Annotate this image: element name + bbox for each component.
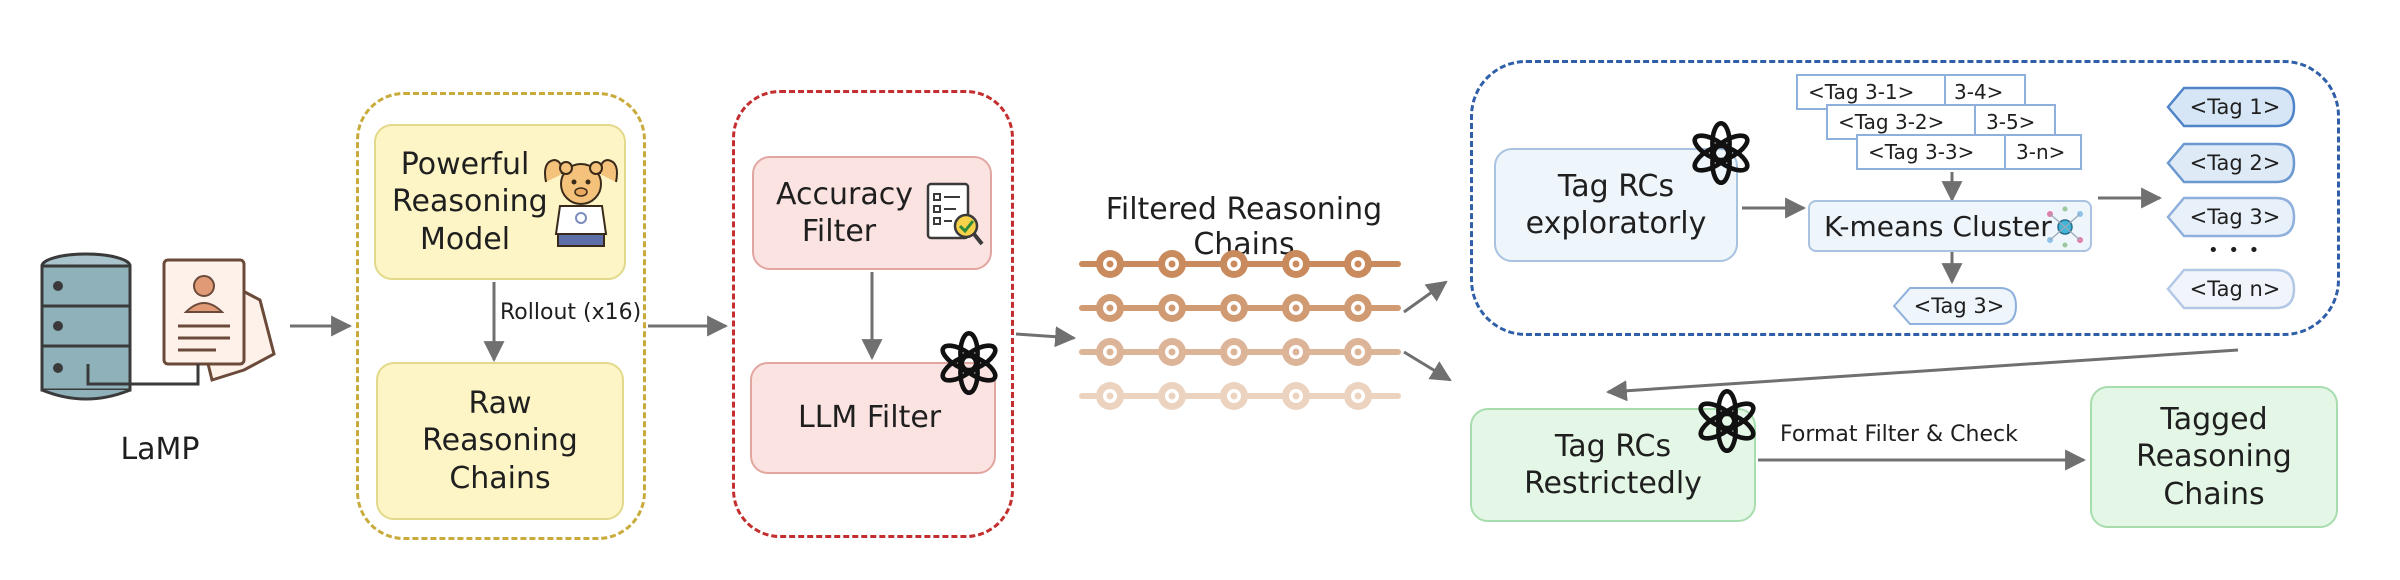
result-tag-n: <Tag n> (2166, 268, 2296, 310)
result-tag-1: <Tag 1> (2166, 86, 2296, 128)
chain-node-dot (1354, 392, 1362, 400)
source-label: LaMP (120, 432, 200, 467)
stacked-tag-left-3: <Tag 3-3> (1856, 134, 2006, 170)
chain-node-dot (1168, 304, 1176, 312)
generation-stage (356, 92, 646, 540)
chain-node-dot (1168, 348, 1176, 356)
chain-node-dot (1354, 304, 1362, 312)
chain-node-dot (1106, 260, 1114, 268)
chain-node-dot (1354, 348, 1362, 356)
chain-node-dot (1292, 260, 1300, 268)
chain-node-dot (1230, 260, 1238, 268)
chain-node-dot (1168, 392, 1176, 400)
arrow-chains-to-restricted (1403, 350, 1452, 382)
chain-node-dot (1106, 304, 1114, 312)
tag-exploratory-label: Tag RCs exploratorly (1525, 168, 1707, 242)
profile-documents-icon (162, 258, 276, 382)
arrow-filter-to-chains (1015, 326, 1077, 348)
openai-logo-icon (1698, 388, 1756, 454)
arrow-chains-to-exploratory (1403, 280, 1448, 314)
stacked-tag-right-3: 3-n> (2004, 134, 2082, 170)
chain-node-dot (1292, 304, 1300, 312)
chain-node-dot (1354, 260, 1362, 268)
strong-bear-icon (544, 158, 618, 247)
llm-filter-label: LLM Filter (798, 400, 942, 436)
raw-chains-box: Raw Reasoning Chains (376, 362, 624, 520)
chain-node-dot (1230, 392, 1238, 400)
cluster-output-tag: <Tag 3> (1892, 286, 2018, 326)
database-icon (40, 252, 132, 401)
format-check-label: Format Filter & Check (1780, 422, 2018, 447)
tagged-chains-box: Tagged Reasoning Chains (2090, 386, 2338, 528)
filtering-stage (732, 90, 1014, 538)
tag-exploratory-box: Tag RCs exploratorly (1494, 148, 1738, 262)
result-tags-ellipsis: • • • (2208, 240, 2262, 261)
llm-filter-box: LLM Filter (750, 362, 996, 474)
chain-node-dot (1230, 348, 1238, 356)
chain-node-dot (1168, 260, 1176, 268)
result-tag-3: <Tag 3> (2166, 196, 2296, 238)
openai-logo-icon (1692, 120, 1750, 186)
chain-node-dot (1292, 392, 1300, 400)
chain-node-dot (1106, 348, 1114, 356)
cluster-network-icon (2047, 206, 2083, 248)
openai-logo-icon (940, 330, 998, 396)
result-tag-2: <Tag 2> (2166, 142, 2296, 184)
tag-restricted-label: Tag RCs Restrictedly (1524, 428, 1702, 502)
kmeans-cluster-label: K-means Cluster (1824, 209, 2052, 243)
filtered-chains-graphic (1079, 250, 1401, 410)
chain-node-dot (1292, 348, 1300, 356)
rollout-label: Rollout (x16) (500, 300, 642, 325)
tag-restricted-box: Tag RCs Restrictedly (1470, 408, 1756, 522)
raw-chains-label: Raw Reasoning Chains (422, 385, 578, 496)
chain-node-dot (1230, 304, 1238, 312)
checklist-icon (926, 182, 984, 246)
arrow-exploratory-to-restricted (1605, 348, 2239, 402)
tagged-chains-label: Tagged Reasoning Chains (2136, 401, 2292, 512)
chains-title: Filtered Reasoning Chains (1105, 192, 1383, 262)
accuracy-filter-label: Accuracy Filter (776, 176, 913, 250)
chain-node-dot (1106, 392, 1114, 400)
reasoning-model-label: Powerful Reasoning Model (392, 146, 548, 257)
source-bracket (86, 364, 200, 386)
kmeans-cluster-box: K-means Cluster (1808, 200, 2092, 252)
exploratory-stage (1470, 60, 2340, 336)
